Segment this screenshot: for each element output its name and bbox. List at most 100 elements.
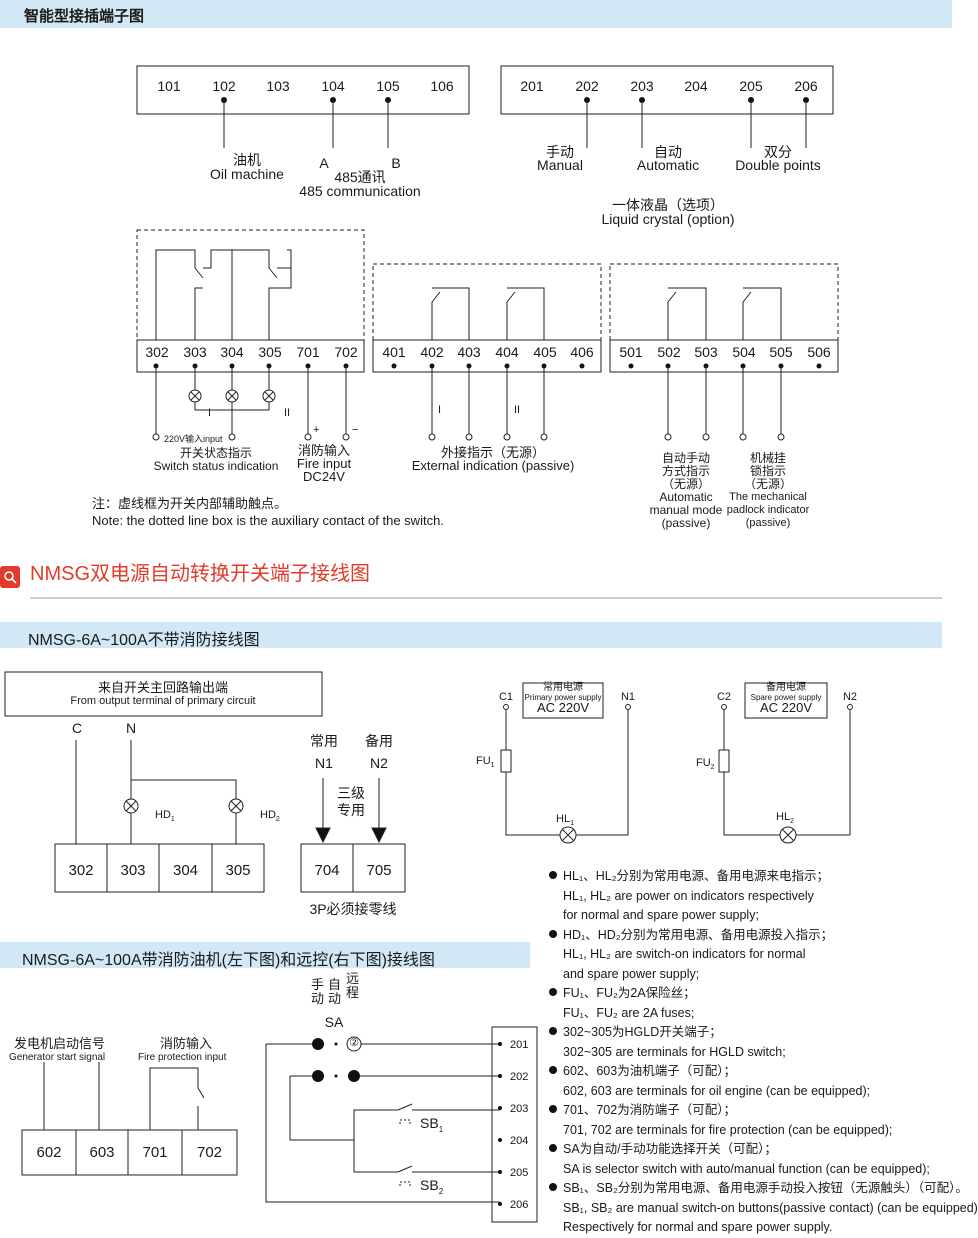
comm-label-en: 485 communication [299,183,421,199]
spare-ac: AC 220V [759,700,813,715]
term-104: 104 [321,78,345,94]
legend-line: SB₁、SB₂分别为常用电源、备用电源手动投入按钮（无源触头）（可配）。 [549,1179,978,1199]
term-302-b: 302 [68,862,94,879]
legend-line: HD₁、HD₂分别为常用电源、备用电源投入指示； [549,926,978,946]
rterm-202: 202 [510,1071,529,1083]
fu1-text: FU [476,755,491,767]
automode-1: 方式指示 [661,464,711,478]
double-label-cn: 双分 [764,144,792,160]
n2-power-label: N2 [842,691,858,703]
term-304-b: 304 [172,862,199,879]
terminal-block-501 [609,339,839,373]
rterm-205: 205 [510,1167,529,1179]
term-502: 502 [657,344,681,360]
bullet-icon [549,871,557,879]
hl1-text: HL [556,813,571,825]
c1-label: C1 [498,691,514,703]
legend-text: 602、603为油机端子（可配）； [563,1064,736,1078]
section-title: NMSG双电源自动转换开关端子接线图 [30,563,370,585]
aux-box-400 [372,263,602,341]
magnifier-icon [0,566,20,588]
legend-text: HD₁、HD₂分别为常用电源、备用电源投入指示； [563,927,834,942]
hd2-text: HD [260,809,276,821]
term-503: 503 [694,344,718,360]
legend-text: SA为自动/手动功能选择开关（可配）； [563,1142,777,1156]
from-output-box [4,671,323,717]
legend-line: for normal and spare power supply; [549,906,978,926]
auto-label-cn: 自动 [654,144,682,160]
term-704: 704 [314,862,340,879]
term-205: 205 [739,78,763,94]
term-203: 203 [630,78,654,94]
hd1-sub: 1 [170,816,175,824]
legend-line: HL₁, HL₂ are power on indicators respect… [549,887,978,907]
term-701: 701 [296,344,320,360]
sb1-label: SB1 [420,1116,443,1137]
automode-5: (passive) [661,516,711,530]
term-304: 304 [220,344,244,360]
bullet-icon [549,988,557,996]
legend-text: 302~305 are terminals for HGLD switch; [563,1044,786,1059]
label-ii-1: II [284,407,291,419]
label-a: A [319,155,329,171]
term-705: 705 [366,862,392,879]
note-cn: 注：虚线框为开关内部辅助触点。 [92,496,288,511]
page-title: 智能型接插端子图 [24,8,145,25]
term-701-b: 701 [142,1144,168,1161]
rterm-203: 203 [510,1103,529,1115]
term-204: 204 [684,78,708,94]
term-602: 602 [36,1144,62,1161]
wiring1-title: NMSG-6A~100A不带消防接线图 [28,632,260,649]
terminal-block-101 [136,65,470,115]
legend-text: HL₁, HL₂ are power on indicators respect… [563,888,814,903]
comm-label-cn: 485通讯 [334,169,386,185]
automode-3: Automatic [659,490,713,504]
legend-line: HL₁, HL₂ are switch-on indicators for no… [549,945,978,965]
n1-power-label: N1 [620,691,636,703]
lcd-label-cn: 一体液晶（选项） [612,197,724,213]
fire-input-cn: 消防输入 [297,443,351,458]
sb2-label: SB2 [420,1178,443,1199]
legend-text: FU₁、FU₂ are 2A fuses; [563,1005,695,1020]
legend-line: 302~305 are terminals for HGLD switch; [549,1043,978,1063]
fu1-sub: 1 [490,762,495,770]
terminal-block-401 [372,339,602,373]
bullet-icon [549,1027,557,1035]
legend-text: 302~305为HGLD开关端子； [563,1025,722,1039]
spare-label: 备用 [365,733,393,749]
hl2-sub: 2 [790,818,794,826]
term-305: 305 [258,344,282,360]
aux-box-300 [136,229,365,341]
legend-line: FU₁、FU₂为2A保险丝； [549,984,978,1004]
legend-text: and spare power supply; [563,966,700,981]
term-405: 405 [533,344,557,360]
wiring1-bar: NMSG-6A~100A不带消防接线图 [0,622,942,649]
legend-text: Respectively for normal and spare power … [563,1220,833,1234]
legend-line: 602、603为油机端子（可配）； [549,1062,978,1082]
term-202: 202 [575,78,599,94]
term-201: 201 [520,78,544,94]
wiring-diagram [4,65,942,1223]
automode-2: （无源） [661,477,711,491]
padlock-2: （无源） [743,477,793,491]
legend-text: HL₁, HL₂ are switch-on indicators for no… [563,947,806,961]
wiring2-bar: NMSG-6A~100A带消防油机(左下图)和远控(右下图)接线图 [0,942,530,969]
legend-line: SB₁, SB₂ are manual switch-on buttons(pa… [549,1199,978,1219]
term-105: 105 [376,78,400,94]
lcd-label-en: Liquid crystal (option) [601,211,735,227]
legend-text: SB₁、SB₂分别为常用电源、备用电源手动投入按钮（无源触头）（可配）。 [563,1181,968,1195]
sa-label: SA [324,1014,344,1030]
fire-input-en: Fire input [296,456,352,471]
sa-auto: 自动 [328,977,342,1006]
legend-text: for normal and spare power supply; [563,908,759,922]
term-702-b: 702 [196,1144,223,1161]
oil-label-cn: 油机 [233,152,261,168]
double-label-en: Double points [735,157,821,173]
manual-label-cn: 手动 [546,144,574,160]
hl1-sub: 1 [570,820,574,828]
term-303-b: 303 [120,862,146,879]
legend-line: and spare power supply; [549,965,978,985]
gen-start-cn: 发电机启动信号 [14,1036,106,1051]
terminal-block-201 [500,65,834,115]
automode-0: 自动手动 [661,451,711,465]
